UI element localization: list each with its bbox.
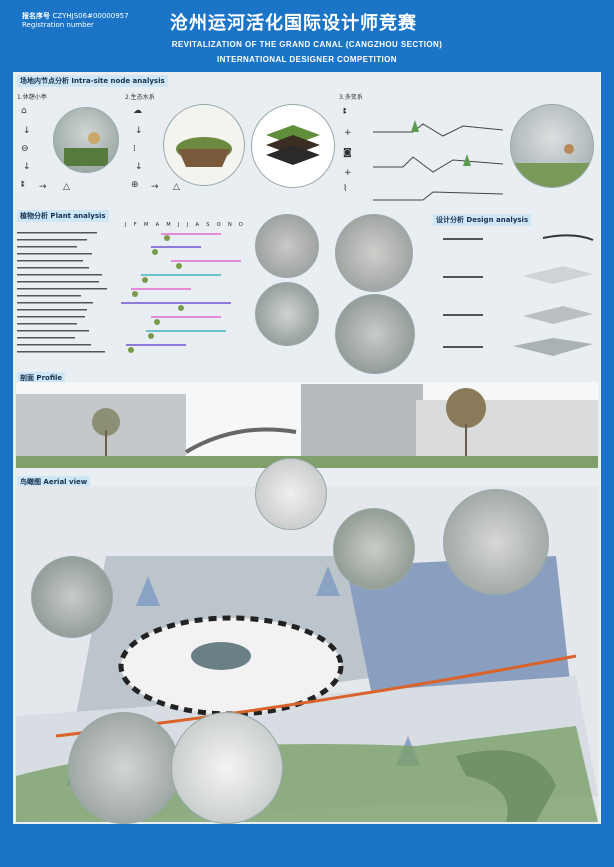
plant-list bbox=[17, 232, 107, 353]
profile-section-render bbox=[16, 382, 598, 468]
plus-icon: + bbox=[344, 128, 352, 138]
registration-code: CZYHJS06#00000957 bbox=[52, 12, 129, 20]
pavilion-render bbox=[64, 132, 108, 166]
month-label: J bbox=[125, 222, 127, 228]
aerial-detail-circle-4 bbox=[31, 556, 113, 638]
triangle-recycle-icon: △ bbox=[173, 182, 180, 192]
plant-photo-circle-4 bbox=[335, 294, 415, 374]
terrain-sections bbox=[373, 120, 503, 201]
arrow-down-icon: ↓ bbox=[135, 162, 143, 172]
arrow-right-icon: → bbox=[39, 182, 47, 192]
node-2-label: 2.生态水系 bbox=[125, 94, 155, 101]
footer-band bbox=[0, 824, 614, 867]
camera-icon: ◙ bbox=[343, 148, 352, 158]
section-aerial: 鸟瞰图 Aerial view bbox=[17, 476, 91, 488]
water-drops-icon: ⁞ bbox=[133, 144, 136, 154]
registration-label-en: Registration number bbox=[22, 21, 94, 29]
month-label: J bbox=[177, 222, 180, 228]
people-icon: ꔪ bbox=[21, 180, 26, 190]
month-label: D bbox=[238, 222, 243, 228]
node-3-label: 3.多变系 bbox=[339, 94, 363, 101]
arrow-down-icon: ↓ bbox=[23, 162, 31, 172]
cloud-rain-icon: ☁ bbox=[133, 106, 142, 116]
plant-photo-circle-1 bbox=[255, 214, 319, 278]
plaza-render bbox=[511, 144, 593, 187]
section-profile: 剖面 Profile bbox=[17, 372, 66, 384]
soil-layers-circle bbox=[251, 104, 335, 188]
arrow-right-icon: → bbox=[151, 182, 159, 192]
month-label: S bbox=[206, 222, 210, 228]
month-header: J F M A M J J A S O N D bbox=[125, 222, 243, 228]
design-axonometric bbox=[443, 234, 594, 356]
header: 报名序号 CZYHJS06#00000957 Registration numb… bbox=[0, 0, 614, 72]
arrow-down-icon: ↓ bbox=[135, 126, 143, 136]
planter-diagram-circle bbox=[163, 104, 245, 186]
aerial-view-render bbox=[16, 486, 598, 822]
title-en-line1: REVITALIZATION OF THE GRAND CANAL (CANGZ… bbox=[171, 40, 443, 49]
month-label: N bbox=[227, 222, 232, 228]
pavilion-icon: ⌂ bbox=[21, 106, 27, 116]
title-en-line2: INTERNATIONAL DESIGNER COMPETITION bbox=[217, 55, 397, 64]
registration-block: 报名序号 CZYHJS06#00000957 Registration numb… bbox=[22, 12, 129, 30]
month-label: J bbox=[186, 222, 189, 228]
aerial-detail-circle-2 bbox=[333, 508, 415, 590]
pavilion-render-circle bbox=[53, 107, 119, 173]
node-1-label: 1.休憩小亭 bbox=[17, 94, 47, 101]
soil-filter-icon: ⊕ bbox=[131, 180, 139, 190]
triangle-recycle-icon: △ bbox=[63, 182, 70, 192]
flowering-bars bbox=[121, 233, 241, 353]
aerial-detail-circle-3 bbox=[443, 489, 549, 595]
planter-diagram bbox=[176, 137, 232, 167]
month-label: A bbox=[155, 222, 160, 228]
path-icon: ⌇ bbox=[343, 184, 348, 194]
aerial-detail-circle-1 bbox=[255, 458, 327, 530]
registration-label-cn: 报名序号 bbox=[22, 12, 50, 20]
content-panel: 场地内节点分析 Intra-site node analysis 1.休憩小亭 … bbox=[13, 72, 601, 824]
soil-layers-diagram bbox=[266, 125, 320, 165]
month-label: F bbox=[133, 222, 137, 228]
arrow-down-icon: ↓ bbox=[23, 126, 31, 136]
figure-icon: ꔪ bbox=[343, 107, 348, 117]
seat-icon: ⊖ bbox=[21, 144, 29, 154]
month-label: M bbox=[143, 222, 149, 228]
section-node-analysis: 场地内节点分析 Intra-site node analysis bbox=[17, 75, 168, 87]
month-label: A bbox=[195, 222, 199, 228]
month-label: M bbox=[166, 222, 171, 228]
month-label: O bbox=[216, 222, 221, 228]
plaza-render-circle bbox=[510, 104, 594, 188]
section-design-analysis: 设计分析 Design analysis bbox=[433, 214, 532, 226]
title-cn: 沧州运河活化国际设计师竞赛 bbox=[170, 13, 417, 34]
plant-photo-circle-3 bbox=[255, 282, 319, 346]
aerial-detail-circle-6 bbox=[171, 712, 283, 824]
aerial-detail-circle-5 bbox=[68, 712, 180, 824]
plus-icon: + bbox=[344, 168, 352, 178]
section-plant-analysis: 植物分析 Plant analysis bbox=[17, 210, 109, 222]
plant-photo-circle-2 bbox=[335, 214, 413, 292]
